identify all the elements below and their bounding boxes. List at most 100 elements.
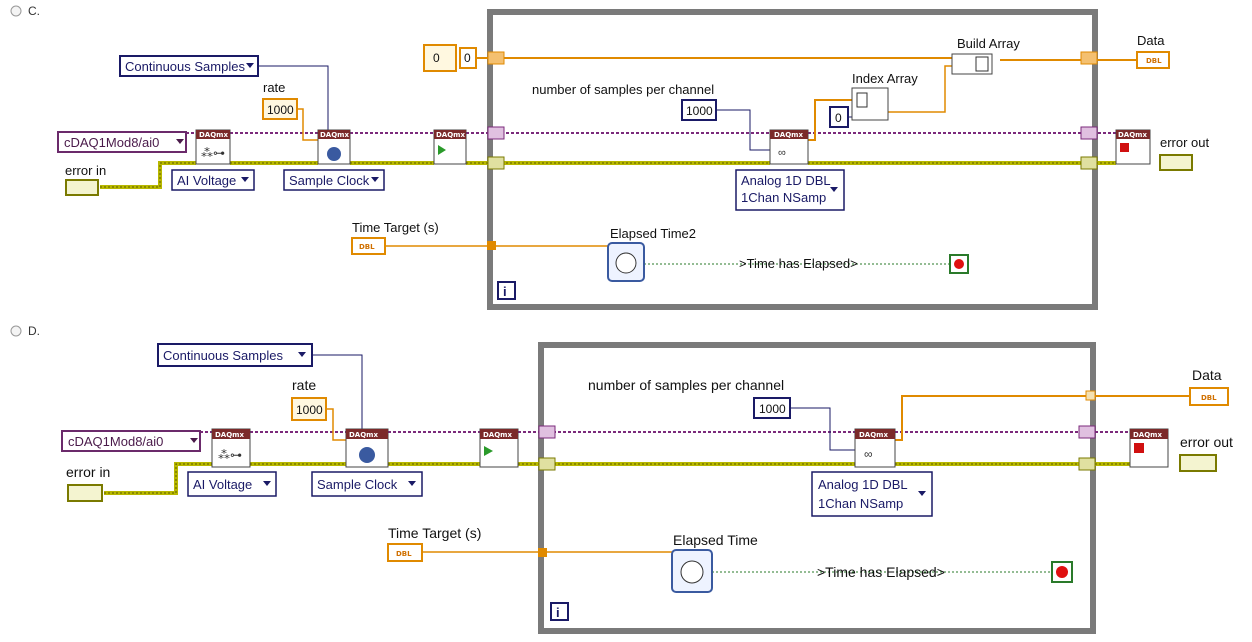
samples-constant-d[interactable] [753, 397, 791, 419]
radio-button-c[interactable] [10, 5, 22, 17]
time-tunnel-d [538, 548, 547, 557]
array-element-c[interactable] [459, 47, 477, 69]
error-in-label-c: error in [65, 163, 106, 178]
svg-text:i: i [556, 605, 560, 620]
physical-channel-value-d: cDAQ1Mod8/ai0 [68, 434, 163, 449]
sample-clock-ring-d[interactable] [311, 471, 423, 497]
radio-button-d[interactable] [10, 325, 22, 337]
time-target-label-d: Time Target (s) [388, 525, 481, 541]
sample-mode-value-d: Continuous Samples [163, 348, 283, 363]
sine-wave-icon: ⁂⊶ [218, 448, 242, 462]
shift-register-left-c [487, 51, 505, 65]
array-icon [975, 56, 989, 72]
array-icon [856, 92, 868, 108]
error-tunnel-left-c [487, 156, 505, 170]
error-out-cluster-icon [1179, 454, 1217, 472]
error-tunnel-left-d [538, 457, 556, 471]
data-tunnel-d [1085, 390, 1096, 401]
chevron-down-icon[interactable] [263, 481, 271, 486]
svg-text:DAQmx: DAQmx [349, 431, 378, 439]
sample-clock-value-d: Sample Clock [317, 477, 398, 492]
stopwatch-icon [615, 252, 637, 274]
rate-constant-d[interactable] [291, 397, 327, 421]
samples-value-c: 1000 [686, 104, 713, 118]
svg-text:DAQmx: DAQmx [859, 431, 888, 439]
svg-text:DBL: DBL [1146, 57, 1162, 65]
data-label-c: Data [1137, 33, 1165, 48]
time-target-control-d[interactable] [387, 543, 423, 562]
samples-constant-c[interactable] [681, 99, 717, 121]
ai-voltage-ring-d[interactable] [187, 471, 277, 497]
samples-value-d: 1000 [759, 402, 786, 416]
time-target-label-c: Time Target (s) [352, 220, 439, 235]
chevron-down-icon[interactable] [371, 177, 379, 182]
sample-mode-value-c: Continuous Samples [125, 59, 245, 74]
iteration-terminal-c [497, 281, 516, 300]
svg-text:Analog 1D DBL: Analog 1D DBL [741, 173, 831, 188]
ai-voltage-value-c: AI Voltage [177, 173, 236, 188]
svg-text:DAQmx: DAQmx [320, 131, 349, 139]
sine-wave-icon: ⁂⊶ [201, 146, 225, 160]
chevron-down-icon[interactable] [241, 177, 249, 182]
time-tunnel-c [487, 241, 496, 250]
svg-text:DAQmx: DAQmx [436, 131, 465, 139]
physical-channel-constant-d[interactable] [61, 430, 201, 452]
ai-voltage-value-d: AI Voltage [193, 477, 252, 492]
chevron-down-icon[interactable] [298, 352, 306, 357]
time-has-elapsed-d: >Time has Elapsed> [817, 564, 945, 580]
play-icon [484, 446, 493, 456]
svg-text:DAQmx: DAQmx [774, 131, 803, 139]
chevron-down-icon[interactable] [830, 187, 838, 192]
option-letter-c: C. [28, 4, 40, 18]
svg-text:0: 0 [835, 111, 842, 125]
error-tunnel-right-d [1078, 457, 1096, 471]
stop-icon [1120, 143, 1129, 152]
sample-clock-ring-c[interactable] [283, 169, 385, 191]
task-tunnel-left-d [538, 425, 556, 439]
option-letter-d: D. [28, 324, 40, 338]
clock-icon [359, 447, 375, 463]
chevron-down-icon[interactable] [176, 139, 184, 144]
svg-text:DAQmx: DAQmx [1133, 431, 1162, 439]
physical-channel-value-c: cDAQ1Mod8/ai0 [64, 135, 159, 150]
svg-text:DAQmx: DAQmx [483, 431, 512, 439]
rate-label-d: rate [292, 377, 316, 393]
task-tunnel-left-c [487, 126, 505, 140]
build-array-node[interactable] [951, 53, 993, 75]
svg-text:1Chan NSamp: 1Chan NSamp [818, 496, 903, 511]
read-type-ring-c[interactable] [735, 169, 845, 211]
physical-channel-constant-c[interactable] [57, 131, 187, 153]
chevron-down-icon[interactable] [918, 491, 926, 496]
svg-text:DBL: DBL [396, 550, 412, 558]
svg-text:DAQmx: DAQmx [199, 131, 228, 139]
elapsed-time-label-d: Elapsed Time [673, 532, 758, 548]
chevron-down-icon[interactable] [408, 481, 416, 486]
stop-icon [954, 259, 964, 269]
error-in-cluster-icon[interactable] [65, 179, 99, 196]
rate-value-c: 1000 [267, 103, 294, 117]
time-target-control-c[interactable] [351, 237, 386, 255]
glasses-icon: ∞ [778, 147, 786, 159]
index-constant[interactable] [829, 106, 849, 128]
array-constant-c[interactable] [423, 44, 457, 72]
svg-text:0: 0 [464, 51, 471, 65]
error-out-label-c: error out [1160, 135, 1210, 150]
chevron-down-icon[interactable] [190, 438, 198, 443]
read-type-ring-d[interactable] [811, 471, 933, 517]
data-label-d: Data [1192, 367, 1222, 383]
sample-mode-constant-c[interactable] [119, 55, 259, 77]
stop-icon [1134, 443, 1144, 453]
chevron-down-icon[interactable] [246, 63, 254, 68]
svg-text:0: 0 [433, 51, 440, 65]
stopwatch-icon [680, 560, 704, 584]
index-array-label: Index Array [852, 71, 918, 86]
sample-mode-constant-d[interactable] [157, 343, 313, 367]
svg-text:1Chan NSamp: 1Chan NSamp [741, 190, 826, 205]
rate-constant-c[interactable] [262, 98, 298, 120]
error-out-cluster-icon [1159, 154, 1193, 171]
error-in-cluster-icon[interactable] [67, 484, 103, 502]
iteration-terminal-d [550, 602, 569, 621]
ai-voltage-ring-c[interactable] [171, 169, 255, 191]
time-has-elapsed-c: >Time has Elapsed> [739, 256, 858, 271]
